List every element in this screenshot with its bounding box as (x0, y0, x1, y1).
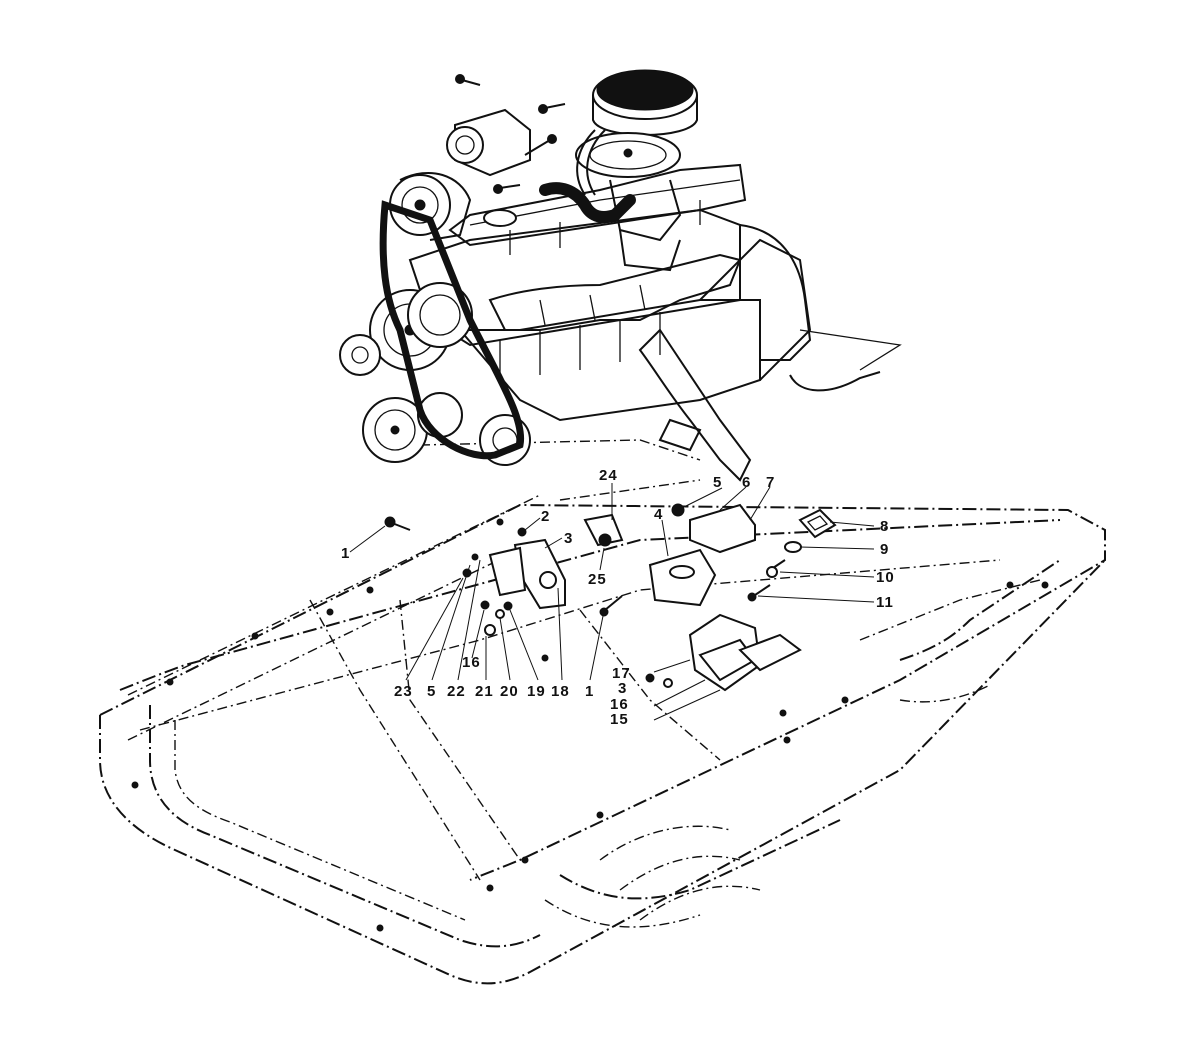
callout-3-upper: 3 (564, 530, 574, 547)
callout-2: 2 (541, 508, 551, 525)
callout-17: 17 (612, 665, 631, 682)
callout-16-right: 16 (610, 696, 629, 713)
callout-1-upper: 1 (341, 545, 351, 562)
engine-mount-parts (384, 503, 837, 692)
callout-20: 20 (500, 683, 519, 700)
callout-25: 25 (588, 571, 607, 588)
callout-22: 22 (447, 683, 466, 700)
callout-8: 8 (880, 518, 890, 535)
chassis-frame (99, 439, 1106, 985)
callout-5-lower: 5 (427, 683, 437, 700)
callout-5-upper: 5 (713, 474, 723, 491)
callout-4: 4 (654, 506, 664, 523)
callout-19: 19 (527, 683, 546, 700)
callout-11: 11 (876, 594, 894, 611)
callout-9: 9 (880, 541, 890, 558)
callout-23: 23 (394, 683, 413, 700)
leader-lines (349, 483, 875, 721)
callout-24: 24 (599, 467, 618, 484)
callout-7: 7 (766, 474, 776, 491)
callout-3-lower: 3 (618, 680, 628, 697)
callout-18: 18 (551, 683, 570, 700)
callout-16-left: 16 (462, 654, 481, 671)
callout-1-lower: 1 (585, 683, 595, 700)
callout-10: 10 (876, 569, 895, 586)
callout-6: 6 (742, 474, 752, 491)
callout-15: 15 (610, 711, 629, 728)
callout-21: 21 (475, 683, 494, 700)
engine-assembly (339, 69, 902, 482)
